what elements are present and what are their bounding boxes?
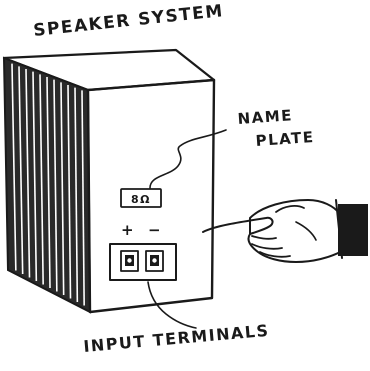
impedance-label: 8Ω [131, 193, 151, 206]
cabinet-side-hatching [11, 63, 85, 306]
input-terminals-label: INPUT TERMINALS [83, 321, 271, 356]
side-hatch-line [74, 87, 79, 303]
title-label: SPEAKER SYSTEM [32, 1, 224, 41]
side-hatch-line [32, 71, 38, 282]
negative-terminal-icon [145, 250, 164, 272]
cabinet-front [86, 78, 216, 314]
side-hatch-line [39, 74, 44, 285]
side-hatch-line [11, 63, 17, 271]
name-plate: 8Ω [120, 188, 162, 208]
terminal-panel-frame [109, 243, 177, 281]
name-plate-leader [149, 129, 227, 189]
positive-terminal-icon [120, 250, 139, 272]
name-plate-label-line2: PLATE [255, 128, 315, 150]
side-hatch-line [67, 84, 72, 299]
side-hatch-line [60, 82, 65, 296]
input-terminals-leader [147, 281, 197, 329]
side-hatch-line [81, 90, 85, 306]
plus-sign: + [121, 221, 135, 239]
speaker-cabinet [2, 48, 216, 314]
side-hatch-line [53, 79, 58, 292]
side-hatch-line [25, 68, 31, 278]
pointing-hand-icon [202, 199, 368, 263]
name-plate-label-line1: NAME [237, 106, 293, 128]
side-hatch-line [46, 76, 51, 289]
side-hatch-line [18, 66, 24, 275]
name-plate-box [120, 188, 162, 208]
terminal-panel [109, 243, 177, 281]
minus-sign: − [148, 221, 162, 239]
